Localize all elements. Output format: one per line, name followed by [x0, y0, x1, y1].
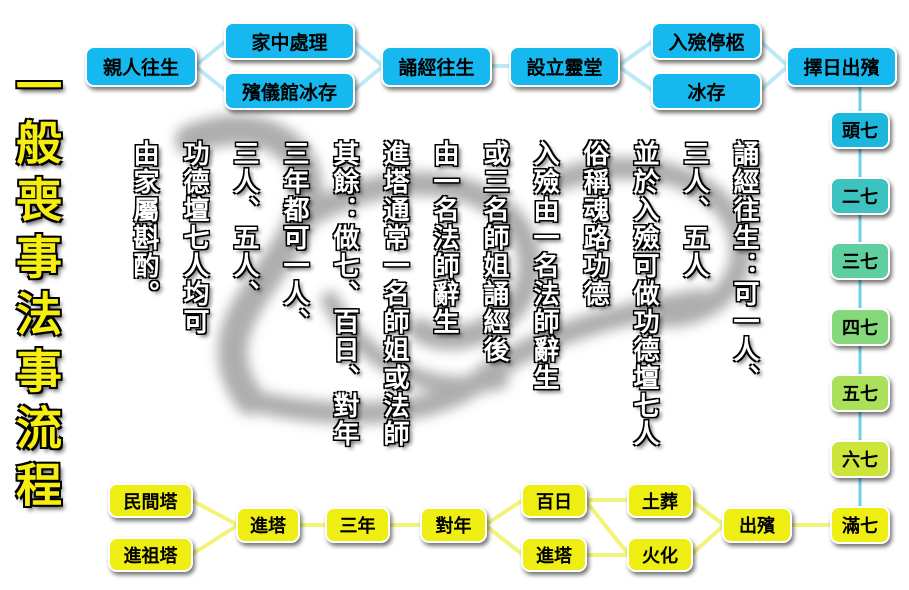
- note-line: 進塔通常一名師姐或法師: [379, 140, 409, 448]
- node-freeze: 冰存: [651, 72, 762, 110]
- node-funeral-home: 殯儀館冰存: [224, 72, 355, 110]
- node-fifth-seven: 五七: [830, 374, 890, 412]
- node-fourth-seven: 四七: [830, 308, 890, 346]
- note-line: 三人、五人、: [229, 140, 259, 308]
- node-enter-pagoda: 進塔: [236, 507, 300, 543]
- node-folk-pagoda: 民間塔: [108, 483, 193, 518]
- node-first-anniversary: 對年: [420, 507, 487, 543]
- node-second-seven: 二七: [830, 177, 890, 215]
- node-cremation: 火化: [627, 537, 693, 572]
- node-hundred-days: 百日: [521, 483, 587, 518]
- top-connectors: [193, 39, 790, 93]
- node-three-years: 三年: [325, 507, 390, 543]
- note-line: 並於入殮可做功德壇七人: [629, 140, 659, 448]
- node-funeral: 出殯: [722, 507, 792, 543]
- note-line: 由家屬斟酌。: [129, 140, 159, 308]
- node-chanting: 誦經往生: [381, 46, 492, 87]
- node-burial: 土葬: [627, 483, 693, 518]
- note-line: 入殮由一名法師辭生: [529, 140, 559, 392]
- note-line: 其餘：做七、百日、對年: [329, 140, 359, 448]
- node-sixth-seven: 六七: [830, 440, 890, 478]
- node-home: 家中處理: [224, 22, 355, 60]
- node-ancestral-pagoda: 進祖塔: [108, 537, 193, 572]
- note-line: 誦經往生：可一人、: [729, 140, 759, 392]
- note-line: 由一名法師辭生: [429, 140, 459, 336]
- diagram-title: 一般喪事法事流程: [9, 62, 63, 518]
- node-third-seven: 三七: [830, 242, 890, 280]
- note-line: 俗稱魂路功德: [579, 140, 609, 308]
- note-line: 功德壇七人均可: [179, 140, 209, 336]
- bottom-connectors: [189, 498, 832, 557]
- node-altar: 設立靈堂: [509, 46, 620, 87]
- notes-text: 誦經往生：可一人、 三人、五人 並於入殮可做功德壇七人 俗稱魂路功德 入殮由一名…: [119, 140, 769, 480]
- node-first-seven: 頭七: [830, 111, 890, 149]
- node-deceased: 親人往生: [85, 46, 197, 87]
- note-line: 或三名師姐誦經後: [479, 140, 509, 364]
- node-enter-pagoda-2: 進塔: [521, 537, 587, 572]
- node-select-date: 擇日出殯: [786, 46, 897, 87]
- note-line: 三人、五人: [679, 140, 709, 280]
- node-full-seven: 滿七: [830, 506, 890, 544]
- note-line: 三年都可一人、: [279, 140, 309, 336]
- node-encoffin: 入殮停柩: [651, 22, 762, 60]
